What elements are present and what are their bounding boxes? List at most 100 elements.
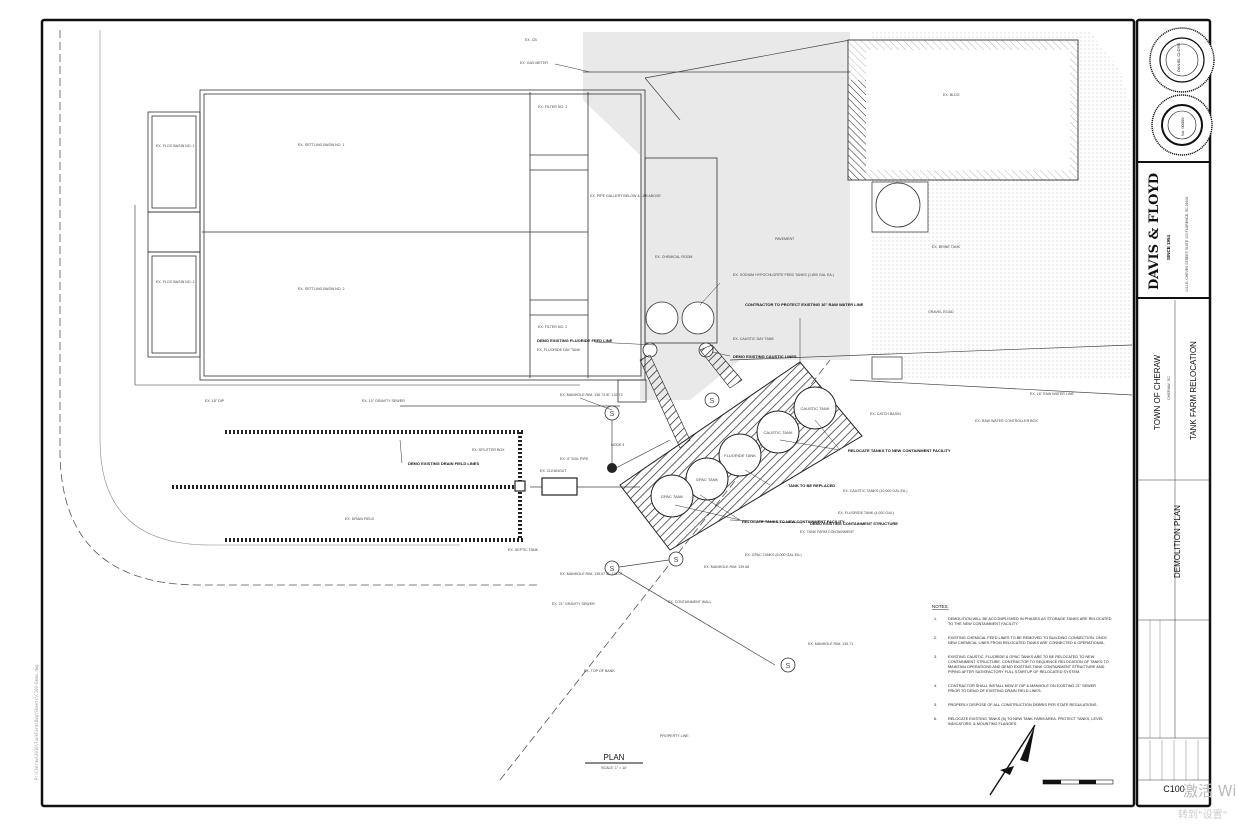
label-caustic-day: EX. CAUSTIC DAY TANK [733,337,774,341]
seal1-name: DANIEL CLOYD [1176,43,1181,72]
label-catch-basin: EX. CATCH BASIN [870,412,901,416]
label-gravel-road: GRAVEL ROAD [928,310,954,314]
svg-text:FLUORIDE TANK: FLUORIDE TANK [724,453,756,458]
firm-address: 1011 E. CHEVES STREET, SUITE 100 FLORENC… [1185,197,1189,292]
svg-text:S: S [786,663,791,670]
svg-text:S: S [710,398,715,405]
north-arrow-icon [989,724,1036,796]
drawing-border [40,18,1136,808]
label-floc2: EX. FLOC BASIN NO. 2 [156,280,195,284]
label-dip18: EX. 18" DIP [205,399,225,403]
new-manhole [607,463,617,473]
svg-text:S: S [610,411,615,418]
svg-text:CAUSTIC TANK: CAUSTIC TANK [801,406,830,411]
label-manhole1: EX. MANHOLE RIM: 136.73 IE: 132.73 [560,393,623,397]
engineer-seal-icon [1149,27,1215,93]
label-floc1: EX. FLOC BASIN NO. 1 [156,144,195,148]
label-demo-fluoride: DEMO EXISTING FLUORIDE FEED LINE [537,338,613,343]
notes-heading: NOTES: [932,604,949,609]
note-text: EXISTING CAUSTIC, FLUORIDE & GPAC TANKS … [948,655,1109,674]
splitter-box [514,480,526,492]
svg-text:CAUSTIC TANK: CAUSTIC TANK [764,430,793,435]
demo-feed-hatch [639,354,691,449]
label-raw-water-ctrl: EX. RAW WATER CONTROLLER BOX [975,419,1038,423]
note-number: 3. [934,655,937,659]
demo-caustic-hatch [699,344,743,389]
brine-tank [875,182,921,228]
label-raw-water-line: EX. 16" RAW WATER LINE [1030,392,1074,396]
note-text: EXISTING CHEMICAL FEED LINES TO BE REMOV… [948,636,1107,645]
tank-group [650,386,837,518]
client-location: CHERAW, SC [1167,376,1171,400]
sheet-title: DEMOLITION PLAN [1173,505,1182,578]
tank-label-caustic-1: CAUSTIC TANK [801,406,830,411]
raw-water-ctrl-box [871,356,903,380]
plan-scale: SCALE: 1" = 10' [601,766,627,770]
side-file-path: P:\Cheraw\2018\TankFarm\Dwg\Sheets\C100-… [34,664,39,780]
label-cleanout: EX. CLEANOUT [540,469,567,473]
label-top-bank: EX. TOP OF BANK [584,669,615,673]
note-text: DEMOLITION WILL BE ACCOMPLISHED IN PHASE… [948,617,1112,626]
label-demo-caustic: DEMO EXISTING CAUSTIC LINES [733,354,797,359]
existing-building-ne [847,39,1079,181]
label-filter2: EX. FILTER NO. 2 [538,325,567,329]
label-caustic-tanks: EX. CAUSTIC TANKS (10,000 GAL EA.) [843,489,907,493]
note-text: CONTRACTOR SHALL INSTALL NEW 8" DIP & MA… [948,684,1096,693]
notes-list: 1. DEMOLITION WILL BE ACCOMPLISHED IN PHA… [934,617,1112,726]
tank-label-caustic-2: CAUSTIC TANK [764,430,793,435]
label-pipe-gallery: EX. PIPE GALLERY BELOW & LAB ABOVE [590,194,661,198]
manholes [604,392,796,673]
main-building [147,89,718,403]
note-number: 6. [934,717,937,721]
label-relocate-tanks2: RELOCATE TANKS TO NEW CONTAINMENT FACILI… [742,519,845,524]
tank-label-fluoride: FLUORIDE TANK [724,453,756,458]
septic-tank [541,477,578,496]
note-number: 4. [934,684,937,688]
label-brine-tank: EX. BRINE TANK [932,245,961,249]
title-block-border [1135,18,1212,808]
label-relocate-tanks: RELOCATE TANKS TO NEW CONTAINMENT FACILI… [848,448,951,453]
label-manhole3: EX. MANHOLE RIM: 139.56 [704,565,749,569]
svg-text:GPAC TANK: GPAC TANK [696,477,719,482]
note-number: 2. [934,636,937,640]
scale-bar [1042,779,1114,785]
label-gas-meter: EX. GAS METER [520,61,548,65]
activation-watermark-line1: 激活 Wi [1183,782,1236,800]
tank-label-gpac-2: GPAC TANK [661,494,684,499]
label-settling2: EX. SETTLING BASIN NO. 2 [298,287,345,291]
project-name: TANK FARM RELOCATION [1189,341,1198,440]
label-fluoride-tank: EX. FLUORIDE TANK (4,000 GAL) [838,511,894,515]
label-manhole4: EX. MANHOLE RIM: 135.71 [808,642,853,646]
label-property-line: PROPERTY LINE [660,734,689,738]
label-drain-field: EX. DRAIN FIELD [345,517,375,521]
note-text: PROPERLY DISPOSE OF ALL CONSTRUCTION DEB… [948,703,1098,707]
label-sodium-hypo: EX. SODIUM HYPOCHLORITE FEED TANKS (1,80… [733,273,834,277]
label-tank-farm-cont: EX. TANK FARM CONTAINMENT [800,530,855,534]
label-fluoride-day: EX. FLUORIDE DAY TANK [537,348,581,352]
seal2-name: No. 00000 [1180,117,1185,136]
firm-tagline: SINCE 1954 [1166,234,1171,260]
label-tank-replaced: TANK TO BE REPLACED [788,483,835,488]
label-gravity21: EX. 21" GRAVITY SEWER [552,602,595,606]
svg-text:GPAC TANK: GPAC TANK [661,494,684,499]
label-splitter: EX. SPLITTER BOX [472,448,505,452]
label-gpac-tanks: EX. GPAC TANKS (6,000 GAL EA.) [745,553,802,557]
label-demo-containment: DEMO EXISTING CONTAINMENT STRUCTURE [810,521,898,526]
label-contractor-protect: CONTRACTOR TO PROTECT EXISTING 16" RAW W… [745,302,864,307]
company-seal-icon [1151,94,1213,156]
label-septic-tank: EX. SEPTIC TANK [508,548,539,552]
note-number: 1. [934,617,937,621]
label-ex-cb: EX. CB [525,38,537,42]
svg-text:S: S [674,557,679,564]
firm-name: DAVIS & FLOYD [1147,173,1162,290]
svg-text:S: S [610,566,615,573]
label-node: NODE 4 [611,443,624,447]
client-name: TOWN OF CHERAW [1153,354,1162,430]
label-bldg: EX. BLDG [943,93,960,97]
label-containment-wall: EX. CONTAINMENT WALL [668,600,711,604]
hypo-tank-1 [645,301,679,335]
label-settling1: EX. SETTLING BASIN NO. 1 [298,143,345,147]
label-gravity-sewer: EX. 10" GRAVITY SEWER [362,399,405,403]
top-of-bank-line [59,30,540,586]
